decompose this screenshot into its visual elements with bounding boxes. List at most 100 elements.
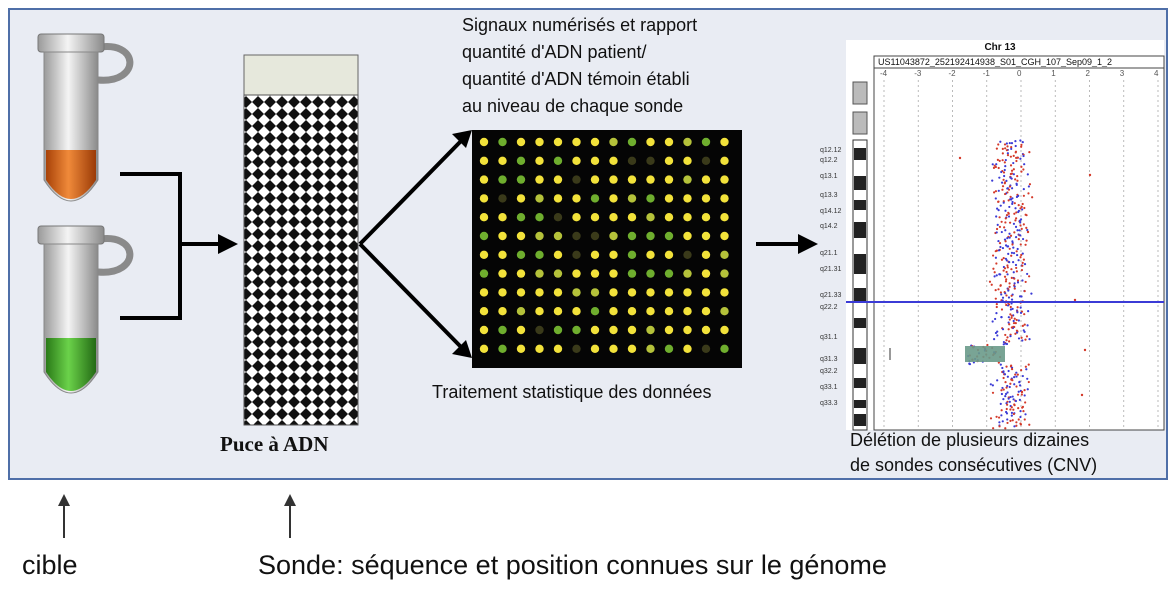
probe-point (1022, 194, 1025, 197)
probe-point (996, 334, 999, 337)
microarray-spot (609, 250, 618, 259)
probe-point (997, 239, 1000, 243)
probe-point (999, 363, 1002, 366)
probe-point (1001, 296, 1005, 299)
probe-point (996, 223, 999, 226)
probe-point (1019, 139, 1022, 142)
probe-point (1003, 143, 1007, 146)
microarray-spot (498, 213, 507, 222)
probe-point (1017, 418, 1020, 421)
microarray-spot (627, 231, 637, 241)
probe-point (1006, 145, 1009, 148)
probe-point (1021, 339, 1024, 342)
microarray-spot (720, 250, 729, 259)
microarray-spot (572, 156, 581, 165)
probe-point (1018, 381, 1021, 384)
probe-point (1016, 179, 1019, 182)
microarray-spot (683, 269, 692, 278)
microarray-spot (553, 269, 563, 278)
probe-point (1004, 427, 1007, 430)
probe-point (1027, 310, 1030, 313)
probe-point (1026, 388, 1029, 391)
probe-point (1008, 323, 1011, 326)
probe-point (1008, 282, 1011, 285)
microarray-spot (479, 156, 489, 165)
probe-point (1013, 317, 1016, 320)
probe-point (1002, 376, 1005, 380)
probe-point (1014, 151, 1017, 154)
probe-point (1019, 306, 1022, 309)
probe-point (1017, 238, 1020, 241)
probe-point (995, 312, 998, 315)
probe-point (1009, 395, 1012, 399)
microarray-spot (627, 194, 637, 203)
sample-fill-orange (46, 150, 96, 199)
microarray-spot (646, 137, 655, 147)
microarray-spot (664, 137, 674, 147)
probe-point (1006, 245, 1009, 248)
probe-point (1013, 231, 1016, 234)
microarray-spot (609, 325, 618, 335)
band-label: q22.2 (820, 304, 838, 311)
axis-tick-label: 3 (1119, 69, 1125, 78)
chromosome-band (854, 318, 866, 328)
chromosome-band (854, 254, 866, 274)
probe-point (1005, 407, 1008, 411)
probe-point (1008, 400, 1011, 403)
microarray-spot (664, 288, 674, 297)
band-label: q33.3 (820, 400, 838, 407)
microarray-spot (627, 156, 637, 165)
microarray-scan (472, 130, 742, 368)
probe-point (1019, 415, 1022, 419)
probe-point (996, 158, 999, 161)
microarray-spot (535, 269, 544, 278)
probe-point (1004, 280, 1008, 283)
probe-point (1005, 270, 1008, 274)
probe-point (1006, 266, 1009, 269)
probe-point (1015, 159, 1018, 163)
deletion-caption-line: Délétion de plusieurs dizaines (850, 430, 1090, 450)
probe-point (1010, 146, 1013, 149)
probe-point (1019, 221, 1022, 224)
microarray-spot (683, 325, 692, 335)
microarray-spot (553, 156, 563, 165)
microarray-spot (498, 156, 507, 165)
probe-point (1010, 414, 1013, 417)
probe-point (1019, 423, 1023, 426)
microarray-spot (572, 325, 581, 335)
microarray-spot (627, 269, 637, 278)
probe-point (1016, 279, 1020, 282)
probe-point (1015, 266, 1018, 270)
microarray-spot (553, 307, 563, 316)
microarray-spot (516, 269, 526, 278)
probe-point (1013, 287, 1016, 290)
probe-point (994, 165, 997, 169)
probe-point (1027, 363, 1030, 366)
probe-point (1007, 321, 1010, 324)
probe-point (1013, 375, 1016, 379)
probe-point (1021, 261, 1024, 264)
microarray-spot (479, 250, 489, 259)
probe-point (1004, 240, 1007, 243)
probe-point (995, 305, 998, 309)
signal-caption-line: Signaux numérisés et rapport (462, 15, 698, 35)
microarray-spot (627, 250, 637, 259)
probe-point (991, 254, 995, 257)
probe-point (1025, 214, 1028, 217)
probe-point (1000, 181, 1004, 184)
microarray-spot (516, 250, 526, 259)
probe-point (1080, 393, 1084, 397)
probe-point (998, 425, 1001, 428)
probe-point (1010, 254, 1013, 257)
probe-point (1006, 187, 1009, 190)
probe-point (997, 288, 1000, 291)
microarray-spot (646, 325, 655, 335)
probe-point (1003, 174, 1006, 178)
stats-caption: Traitement statistique des données (432, 382, 712, 402)
probe-point (994, 256, 997, 259)
axis-tick-label: 1 (1051, 69, 1056, 78)
band-label: q14.2 (820, 223, 838, 230)
microarray-spot (535, 156, 544, 165)
microarray-spot (646, 307, 655, 316)
probe-point (1015, 156, 1018, 159)
